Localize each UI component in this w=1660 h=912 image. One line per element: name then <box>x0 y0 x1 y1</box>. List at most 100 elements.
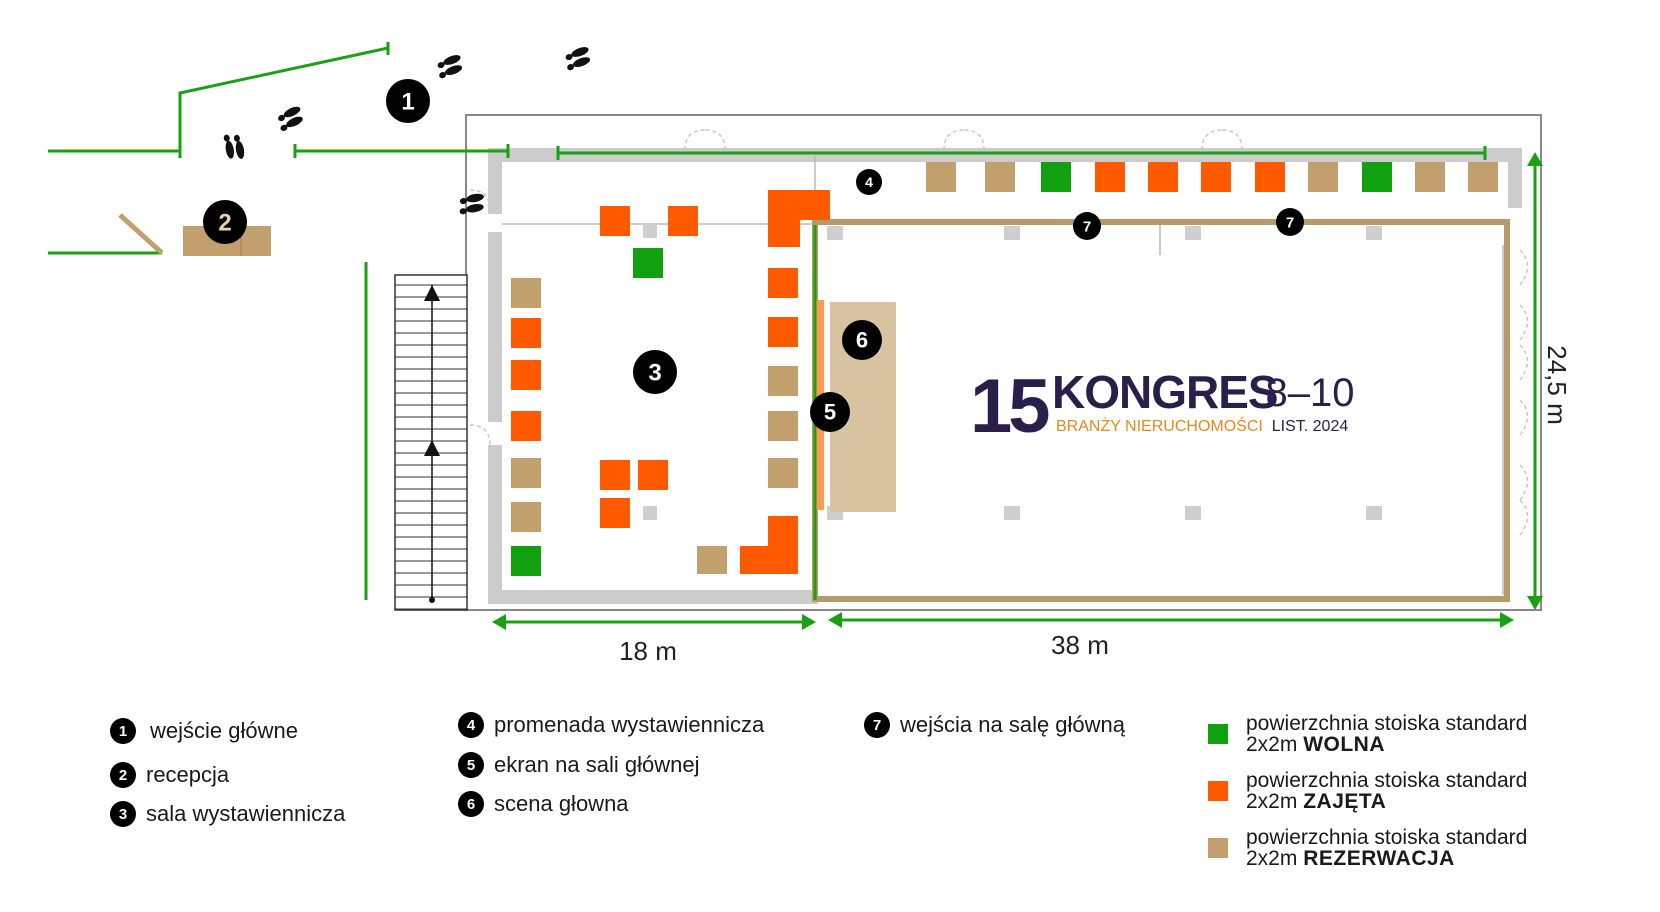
legend-label: wejścia na salę główną <box>900 712 1126 737</box>
legend-label: recepcja <box>146 762 230 787</box>
legend-swatch-free <box>1208 724 1228 744</box>
legend-stand-status: WOLNA <box>1303 733 1386 756</box>
legend-stand-line1: powierzchnia stoiska standard <box>1246 769 1528 792</box>
legend-stand-size: 2x2m <box>1246 733 1298 756</box>
stand <box>511 411 541 441</box>
legend-stand-line1: powierzchnia stoiska standard <box>1246 712 1528 735</box>
legend-number: 4 <box>458 712 484 738</box>
svg-text:7: 7 <box>1083 218 1091 235</box>
stand <box>600 206 630 236</box>
logo-subtitle: BRANŻY NIERUCHOMOŚCI <box>1056 416 1263 435</box>
stands <box>511 162 1498 576</box>
marker-4: 4 <box>856 169 882 195</box>
stand <box>800 190 830 220</box>
stand <box>926 162 956 192</box>
marker-7: 7 <box>1276 208 1304 236</box>
legend-number: 2 <box>110 762 136 788</box>
stand <box>1201 162 1231 192</box>
legend-item-1: 1 wejście główne <box>110 718 298 744</box>
legend-swatch-taken <box>1208 781 1228 801</box>
legend-stand-reserved: powierzchnia stoiska standard 2x2m REZER… <box>1208 827 1527 869</box>
legend-stand-size: 2x2m <box>1246 847 1298 870</box>
stand <box>1255 162 1285 192</box>
stand <box>1362 162 1392 192</box>
stand <box>511 546 541 576</box>
stand <box>511 360 541 390</box>
svg-text:7: 7 <box>1286 214 1294 231</box>
stand <box>633 248 663 278</box>
svg-text:6: 6 <box>856 328 868 353</box>
stand <box>638 460 668 490</box>
svg-text:3: 3 <box>648 359 661 386</box>
stand <box>768 458 798 488</box>
stand <box>1415 162 1445 192</box>
stand <box>1095 162 1125 192</box>
legend-label: wejście główne <box>150 718 298 743</box>
legend-stand-line1: powierzchnia stoiska standard <box>1246 826 1528 849</box>
marker-6: 6 <box>842 320 882 360</box>
legend-item-2: 2 recepcja <box>110 762 229 788</box>
marker-5: 5 <box>810 392 850 432</box>
marker-1: 1 <box>386 79 430 123</box>
walking-paths <box>48 42 1487 600</box>
stand <box>600 498 630 528</box>
stand <box>668 206 698 236</box>
stand <box>768 317 798 347</box>
dimension-arrows <box>492 152 1543 630</box>
stand <box>1148 162 1178 192</box>
stand <box>511 278 541 308</box>
stand <box>768 190 800 247</box>
stand <box>1041 162 1071 192</box>
legend-item-3: 3 sala wystawiennicza <box>110 801 345 827</box>
marker-2: 2 <box>203 200 247 244</box>
stand <box>511 502 541 532</box>
stand <box>511 318 541 348</box>
legend-item-7: 7 wejścia na salę główną <box>864 712 1125 738</box>
legend-swatch-reserved <box>1208 838 1228 858</box>
door-marks <box>469 129 1529 536</box>
legend-number: 3 <box>110 801 136 827</box>
legend-item-5: 5 ekran na sali głównej <box>458 752 699 778</box>
legend-number: 1 <box>110 718 136 744</box>
reception-desk <box>118 213 271 256</box>
svg-text:5: 5 <box>824 400 836 425</box>
stand <box>768 268 798 298</box>
legend-item-6: 6 scena głowna <box>458 791 629 817</box>
stand <box>1468 162 1498 192</box>
logo-title: KONGRES <box>1052 366 1278 418</box>
logo-number: 15 <box>970 364 1049 449</box>
logo-month-year: LIST. 2024 <box>1272 418 1349 435</box>
stand <box>768 411 798 441</box>
stand <box>985 162 1015 192</box>
legend-number: 7 <box>864 712 890 738</box>
event-logo: 15 KONGRES BRANŻY NIERUCHOMOŚCI 8–10 LIS… <box>970 364 1354 449</box>
legend-stand-taken: powierzchnia stoiska standard 2x2m ZAJĘT… <box>1208 770 1527 812</box>
legend-label: promenada wystawiennicza <box>494 712 765 737</box>
stand <box>768 366 798 396</box>
stand <box>1308 162 1338 192</box>
svg-text:2: 2 <box>218 209 231 236</box>
footprints-icon <box>223 47 591 215</box>
legend-stand-status: ZAJĘTA <box>1303 790 1387 813</box>
logo-dates: 8–10 <box>1266 371 1355 415</box>
stand <box>740 546 798 574</box>
marker-3: 3 <box>633 350 677 394</box>
stand <box>697 546 727 574</box>
legend-label: ekran na sali głównej <box>494 752 700 777</box>
stairs <box>394 274 468 611</box>
stand <box>600 460 630 490</box>
legend-stand-size: 2x2m <box>1246 790 1298 813</box>
svg-text:1: 1 <box>401 88 414 115</box>
svg-text:4: 4 <box>865 174 873 190</box>
dimension-width-right: 38 m <box>1051 630 1109 660</box>
legend-label: scena głowna <box>494 791 629 816</box>
legend-number: 6 <box>458 791 484 817</box>
legend-stand-status: REZERWACJA <box>1303 847 1455 870</box>
dimension-height: 24,5 m <box>1542 345 1572 425</box>
legend-stand-free: powierzchnia stoiska standard 2x2m WOLNA <box>1208 713 1527 755</box>
legend-item-4: 4 promenada wystawiennicza <box>458 712 764 738</box>
dimension-width-left: 18 m <box>619 636 677 666</box>
markers: 1 2 3 4 5 6 7 7 <box>203 79 1304 432</box>
marker-7: 7 <box>1073 212 1101 240</box>
